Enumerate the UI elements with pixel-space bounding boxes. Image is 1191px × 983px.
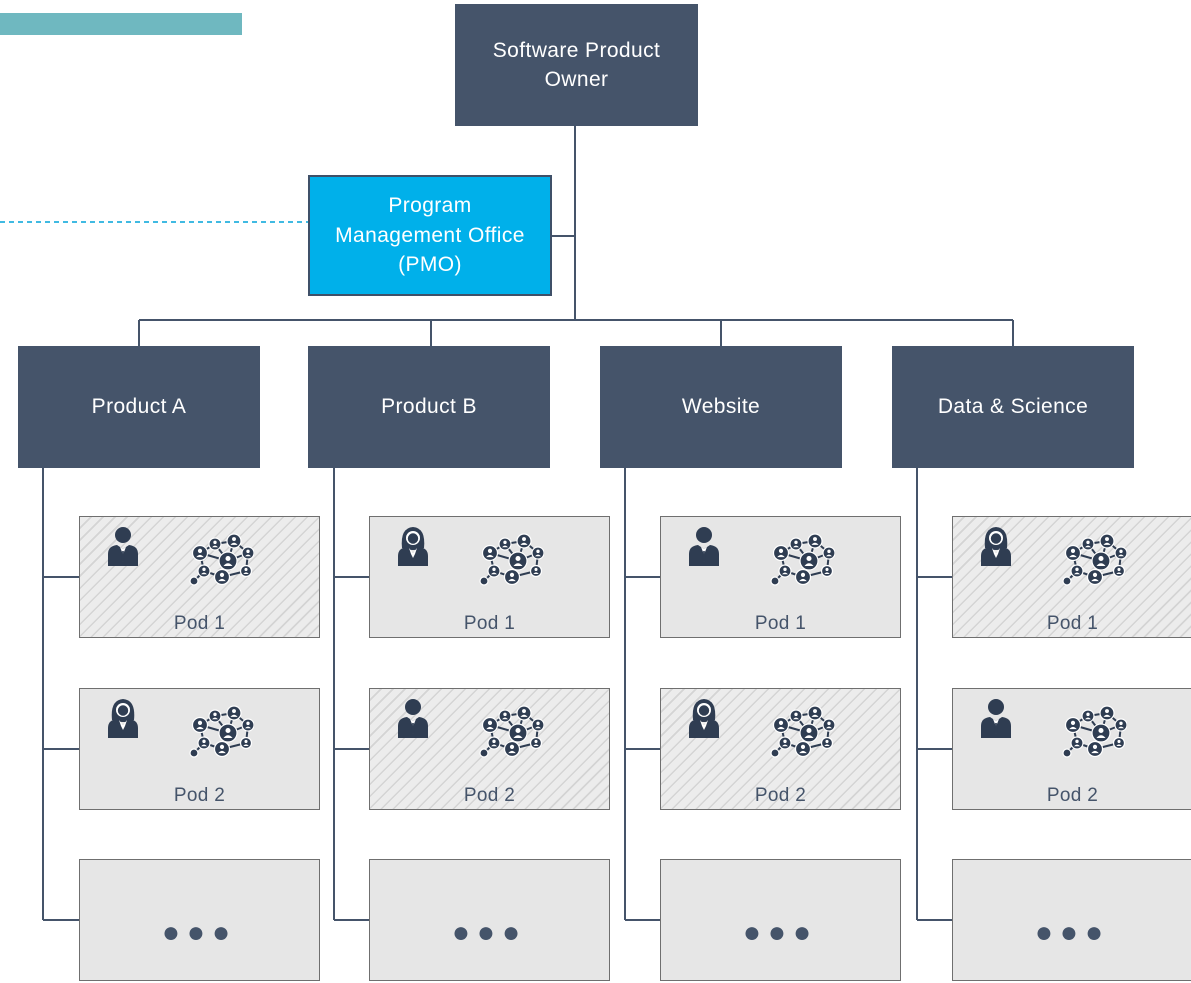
- pod-card: Pod 1: [952, 516, 1191, 638]
- pod-label: Pod 2: [754, 785, 807, 806]
- column-title: Product A: [91, 395, 187, 419]
- male-person-icon: [396, 698, 430, 738]
- pod-card: Pod 2: [369, 688, 610, 810]
- pod-card: Pod 2: [79, 688, 320, 810]
- ellipsis: ●●●: [451, 916, 528, 949]
- pod-label: Pod 1: [463, 613, 516, 634]
- pod-card: Pod 2: [952, 688, 1191, 810]
- column-title: Website: [681, 395, 761, 419]
- column-title: Data & Science: [937, 395, 1089, 419]
- team-network-icon: [769, 529, 836, 587]
- column-header-1: Product A: [18, 346, 260, 468]
- team-network-icon: [478, 529, 545, 587]
- ellipsis: ●●●: [742, 916, 819, 949]
- pmo-box: Program Management Office (PMO): [308, 175, 552, 296]
- pod-label: Pod 1: [754, 613, 807, 634]
- female-person-icon: [979, 526, 1013, 566]
- female-person-icon: [687, 698, 721, 738]
- column-header-2: Product B: [308, 346, 550, 468]
- team-network-icon: [1061, 529, 1128, 587]
- male-person-icon: [687, 526, 721, 566]
- more-pods-card: ●●●: [952, 859, 1191, 981]
- pod-label: Pod 2: [173, 785, 226, 806]
- ellipsis: ●●●: [1034, 916, 1111, 949]
- column-header-3: Website: [600, 346, 842, 468]
- male-person-icon: [979, 698, 1013, 738]
- more-pods-card: ●●●: [369, 859, 610, 981]
- team-network-icon: [478, 701, 545, 759]
- team-network-icon: [769, 701, 836, 759]
- more-pods-card: ●●●: [79, 859, 320, 981]
- team-network-icon: [1061, 701, 1128, 759]
- column-header-4: Data & Science: [892, 346, 1134, 468]
- female-person-icon: [106, 698, 140, 738]
- pod-card: Pod 1: [369, 516, 610, 638]
- accent-bar: [0, 13, 242, 35]
- pod-label: Pod 2: [463, 785, 516, 806]
- more-pods-card: ●●●: [660, 859, 901, 981]
- owner-box: Software Product Owner: [455, 4, 698, 126]
- pod-card: Pod 2: [660, 688, 901, 810]
- female-person-icon: [396, 526, 430, 566]
- pod-card: Pod 1: [79, 516, 320, 638]
- male-person-icon: [106, 526, 140, 566]
- ellipsis: ●●●: [161, 916, 238, 949]
- team-network-icon: [188, 529, 255, 587]
- pod-card: Pod 1: [660, 516, 901, 638]
- column-title: Product B: [381, 395, 477, 419]
- pod-label: Pod 1: [1046, 613, 1099, 634]
- pod-label: Pod 2: [1046, 785, 1099, 806]
- pmo-label: Program Management Office (PMO): [335, 194, 525, 277]
- owner-label: Software Product Owner: [492, 38, 661, 91]
- pod-label: Pod 1: [173, 613, 226, 634]
- team-network-icon: [188, 701, 255, 759]
